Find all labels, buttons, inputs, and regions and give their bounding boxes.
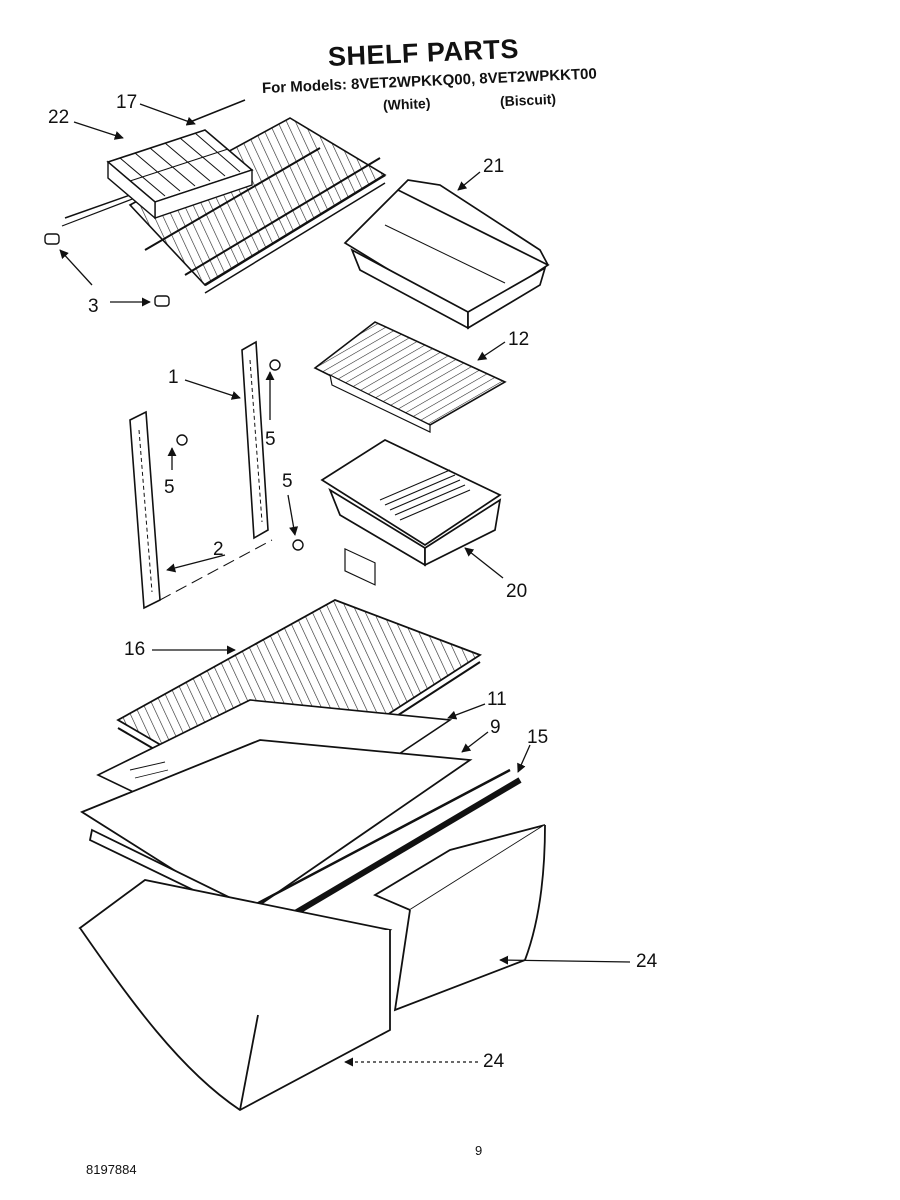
callout-12: 12 [508,329,530,350]
crisper-drawer-left [78,879,393,1112]
callout-11: 11 [487,689,507,710]
callout-5-lower: 5 [282,471,293,492]
callout-leaders [59,103,631,1067]
ice-cube-tray [106,129,254,220]
callout-20: 20 [506,581,528,602]
callout-2: 2 [213,539,224,560]
callout-1: 1 [168,367,179,388]
shelf-pins [44,233,170,307]
callout-17: 17 [116,92,138,113]
mounting-screws [159,359,304,601]
freezer-wire-shelf [61,99,387,294]
shelf-ladder-right [241,340,269,540]
shelf-ladder-left [129,410,161,610]
document-number: 8197884 [86,1162,137,1177]
callout-3: 3 [88,296,99,317]
page-number: 9 [475,1143,483,1158]
callout-16: 16 [124,639,146,660]
callout-21: 21 [483,156,505,177]
callout-24-right: 24 [636,951,658,972]
callout-15: 15 [527,727,549,748]
callout-5-left: 5 [164,477,175,498]
callout-5-upper: 5 [265,429,276,450]
storage-bin [343,179,550,330]
callout-9: 9 [490,717,501,738]
meat-pan-cover [313,321,507,586]
callout-22: 22 [48,107,70,128]
callout-24-left: 24 [483,1051,505,1072]
meat-pan [320,439,502,567]
